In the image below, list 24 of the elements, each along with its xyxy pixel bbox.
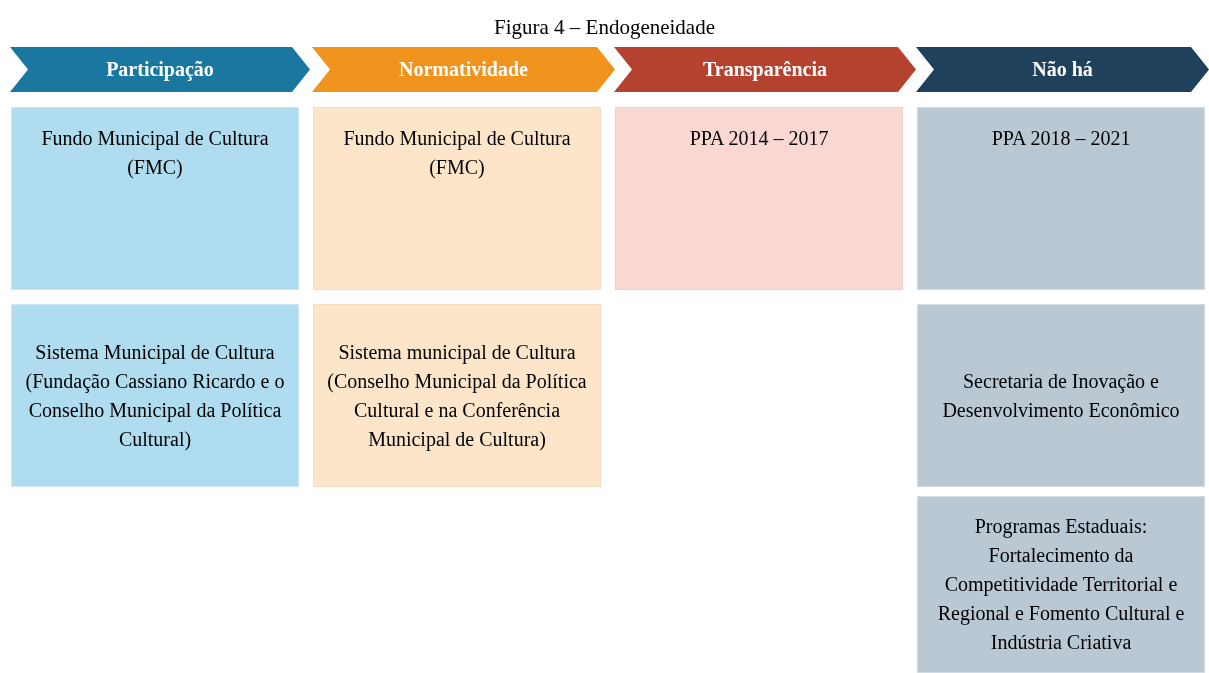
box-text: Secretaria de Inovação e Desenvolvimento Econômico (941, 368, 1181, 423)
chevron-banner (312, 47, 615, 92)
box-text: Sistema Municipal de Cultura (Fundação Cassiano Ricardo e o Conselho Municipal da Política Cultural) (24, 339, 286, 453)
box-text: Sistema municipal de Cultura (Conselho Municipal da Política Cultural e na Conferência Municipal de Cultura) (326, 339, 588, 453)
banner-label: Transparência (702, 58, 828, 81)
text-box (917, 496, 1205, 673)
figure-title: Figura 4 – Endogeneidade (493, 15, 716, 40)
text-box (313, 304, 601, 487)
banner-label: Participação (106, 58, 214, 81)
text-box (11, 304, 299, 487)
box-text: Fundo Municipal de Cultura (FMC) (342, 126, 572, 180)
box-text: Programas Estaduais: Fortalecimento da Competitividade Territorial e Regional e Fomento Cultural e Indústria Criativa (936, 514, 1186, 655)
text-box (11, 107, 299, 290)
text-box (917, 304, 1205, 487)
chevron-banner (916, 47, 1209, 92)
chevron-banner (614, 47, 916, 92)
box-text: Fundo Municipal de Cultura (FMC) (40, 126, 270, 180)
banner-label: Não há (1032, 58, 1093, 81)
box-text: PPA 2014 – 2017 (689, 126, 829, 151)
box-text: PPA 2018 – 2021 (991, 126, 1131, 151)
text-box (313, 107, 601, 290)
text-box (615, 107, 903, 290)
banner-label: Normatividade (399, 58, 528, 81)
text-box (917, 107, 1205, 290)
